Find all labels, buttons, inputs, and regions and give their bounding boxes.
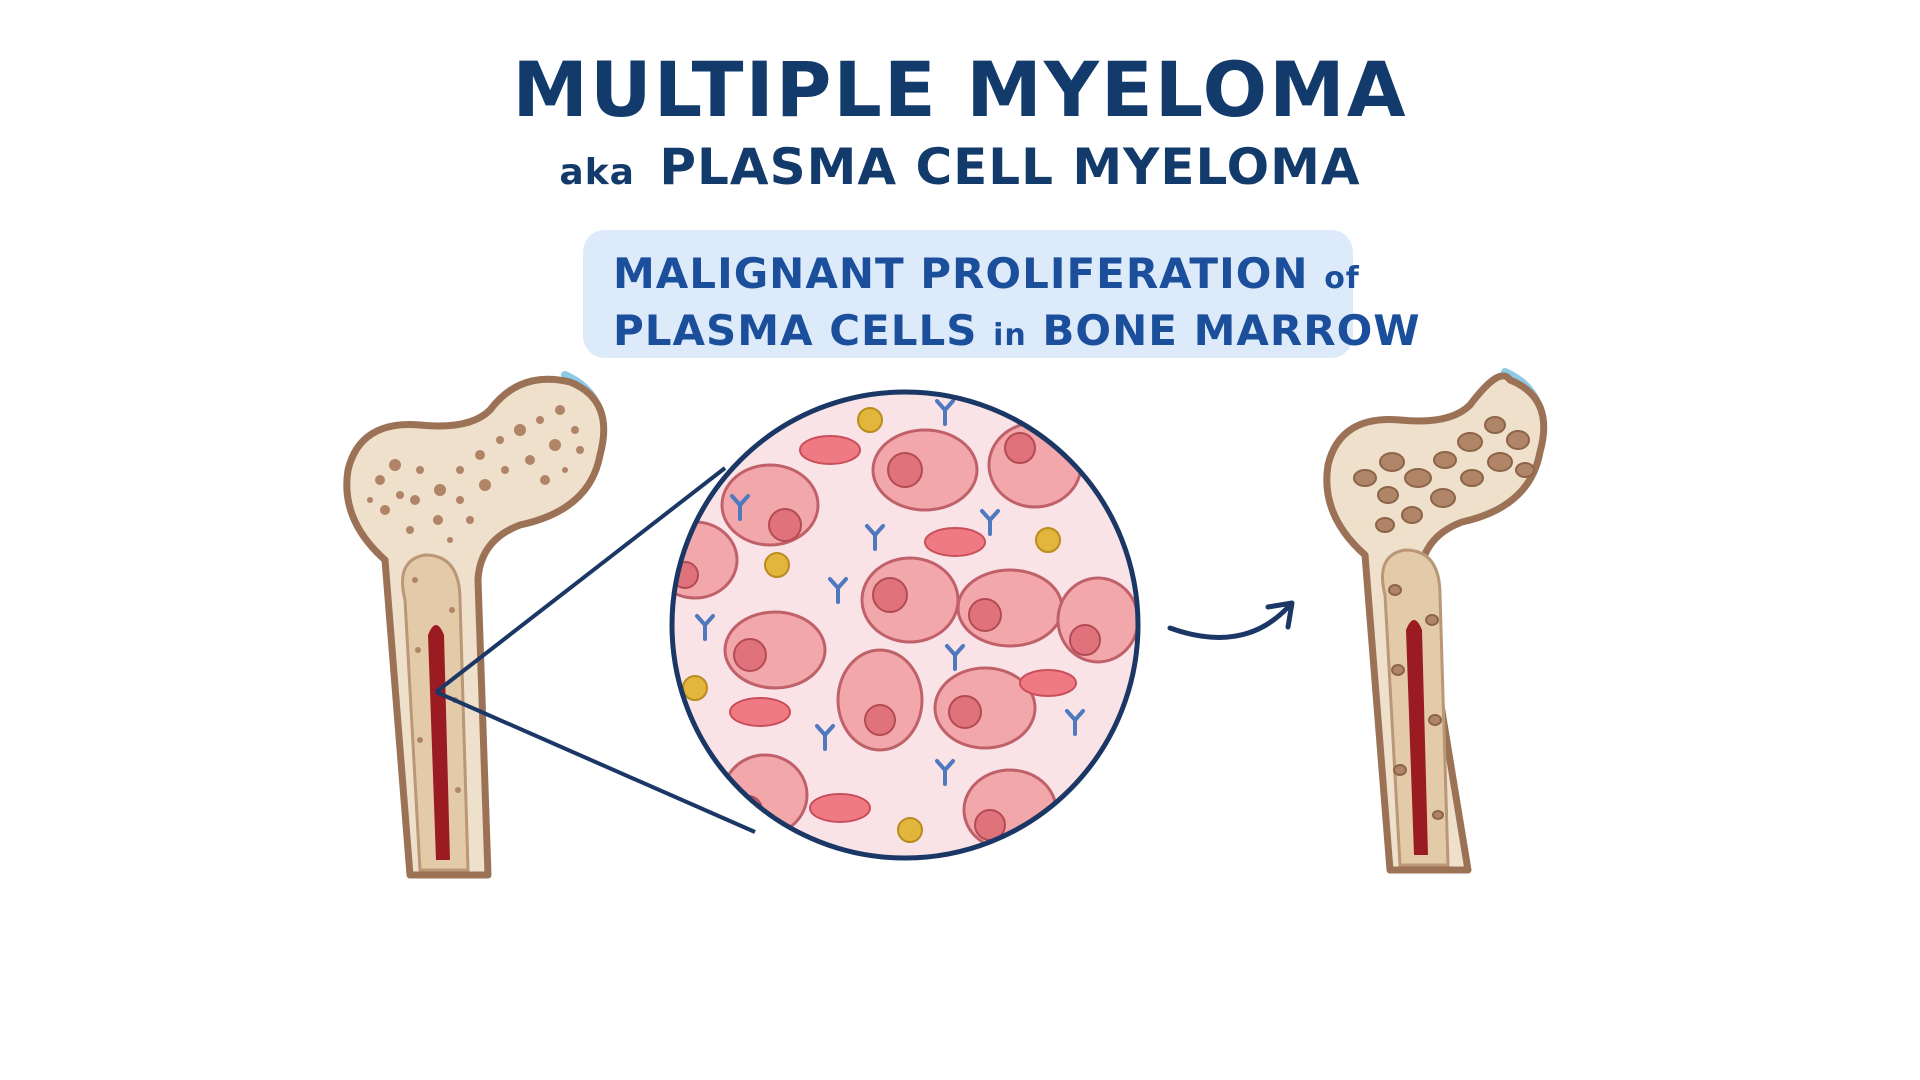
definition-box: MALIGNANT PROLIFERATION of PLASMA CELLS … xyxy=(583,230,1420,358)
page-subtitle: aka PLASMA CELL MYELOMA xyxy=(0,142,1920,192)
arrow-right-icon xyxy=(1167,600,1295,640)
magnification-lines xyxy=(434,466,756,834)
definition-line-2: PLASMA CELLS in BONE MARROW xyxy=(613,305,1420,362)
magnified-marrow-circle-icon xyxy=(669,389,1141,861)
femur-bone-lytic-icon xyxy=(1323,368,1548,874)
subtitle-main: PLASMA CELL MYELOMA xyxy=(659,138,1361,196)
definition-line-1: MALIGNANT PROLIFERATION of xyxy=(613,248,1359,305)
definition-text-plasma-cells: PLASMA CELLS xyxy=(613,306,978,355)
femur-bone-normal-icon xyxy=(343,371,608,879)
definition-text-bone-marrow: BONE MARROW xyxy=(1042,306,1421,355)
red-blood-cell-icons xyxy=(729,435,1077,823)
antibody-icons xyxy=(695,399,1085,786)
subtitle-prefix: aka xyxy=(559,152,635,193)
osteoclast-icons xyxy=(682,407,1061,843)
page-title: MULTIPLE MYELOMA xyxy=(512,45,1408,134)
definition-text-proliferation: MALIGNANT PROLIFERATION xyxy=(613,249,1309,298)
definition-text-in: in xyxy=(993,318,1027,353)
definition-text-of: of xyxy=(1324,261,1360,296)
